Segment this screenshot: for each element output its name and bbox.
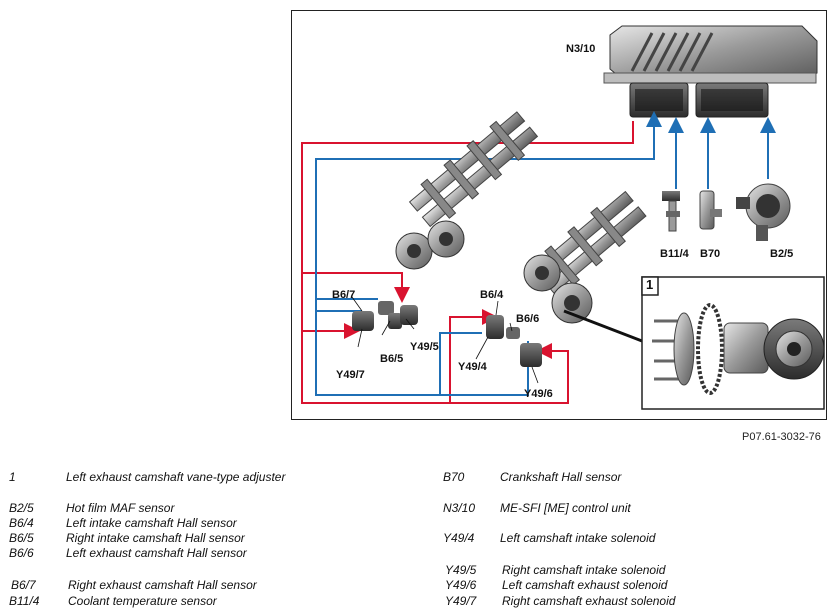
legend-key: B11/4 xyxy=(9,594,40,608)
diagram-graphics xyxy=(301,25,825,410)
legend-key: B2/5 xyxy=(9,501,34,515)
label-b2-5: B2/5 xyxy=(770,248,794,260)
label-b11-4: B11/4 xyxy=(660,248,689,260)
label-b70: B70 xyxy=(700,248,721,260)
legend-description: Right intake camshaft Hall sensor xyxy=(66,531,245,545)
maf-sensor-graphic xyxy=(736,183,791,241)
sensor-signal-lines xyxy=(668,117,776,189)
ecu-unit-graphic xyxy=(603,25,818,118)
legend-description: ME-SFI [ME] control unit xyxy=(500,501,631,515)
legend-key: Y49/7 xyxy=(445,594,477,608)
label-b6-7: B6/7 xyxy=(332,289,356,301)
left-bank-camshafts-graphic xyxy=(523,190,647,324)
legend-key: Y49/6 xyxy=(445,578,477,592)
legend-description: Crankshaft Hall sensor xyxy=(500,470,622,484)
legend-description: Right exhaust camshaft Hall sensor xyxy=(68,578,257,592)
label-y49-7: Y49/7 xyxy=(336,369,365,381)
inset-vane-adjuster xyxy=(641,276,825,410)
legend-key: B70 xyxy=(443,470,465,484)
label-inset-1: 1 xyxy=(646,277,654,292)
figure-reference: P07.61-3032-76 xyxy=(742,431,821,443)
label-b6-5: B6/5 xyxy=(380,353,404,365)
legend-key: B6/4 xyxy=(9,516,34,530)
system-diagram: N3/10 B11/4 B70 B2/5 B6/7 B6/5 Y49/5 Y49… xyxy=(291,10,827,420)
crankshaft-sensor-graphic xyxy=(699,190,722,230)
legend-description: Coolant temperature sensor xyxy=(68,594,217,608)
label-y49-4: Y49/4 xyxy=(458,361,487,373)
legend-key: B6/6 xyxy=(9,546,34,560)
legend-description: Left intake camshaft Hall sensor xyxy=(66,516,237,530)
coolant-sensor-graphic xyxy=(662,191,680,232)
legend-key: B6/7 xyxy=(11,578,36,592)
legend-key: Y49/4 xyxy=(443,531,475,545)
right-bank-sensors-solenoids-graphic xyxy=(352,301,418,331)
legend-description: Left exhaust camshaft vane-type adjuster xyxy=(66,470,286,484)
legend-key: 1 xyxy=(9,470,16,484)
left-bank-sensors-solenoids-graphic xyxy=(486,315,542,367)
legend-key: B6/5 xyxy=(9,531,34,545)
red-control-lines xyxy=(301,121,634,404)
label-b6-6: B6/6 xyxy=(516,313,540,325)
label-n3-10: N3/10 xyxy=(566,43,596,55)
legend-description: Right camshaft intake solenoid xyxy=(502,563,666,577)
legend-description: Left camshaft exhaust solenoid xyxy=(502,578,668,592)
label-b6-4: B6/4 xyxy=(480,289,504,301)
legend-description: Hot film MAF sensor xyxy=(66,501,175,515)
leader-lines xyxy=(351,296,643,384)
legend-description: Right camshaft exhaust solenoid xyxy=(502,594,676,608)
label-y49-6: Y49/6 xyxy=(524,388,553,400)
legend-description: Left camshaft intake solenoid xyxy=(500,531,656,545)
legend-key: N3/10 xyxy=(443,501,476,515)
right-bank-camshafts-graphic xyxy=(395,111,539,270)
legend-key: Y49/5 xyxy=(445,563,477,577)
label-y49-5: Y49/5 xyxy=(410,341,439,353)
legend-description: Left exhaust camshaft Hall sensor xyxy=(66,546,247,560)
